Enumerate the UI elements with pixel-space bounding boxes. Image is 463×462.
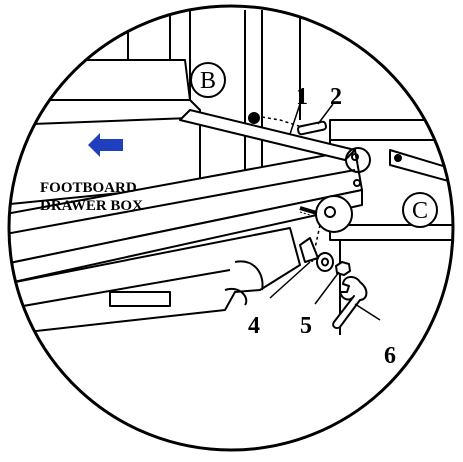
base-moulding bbox=[9, 227, 301, 336]
panel-label-c: C bbox=[402, 192, 438, 228]
callout-4: 4 bbox=[248, 313, 260, 339]
svg-text:C: C bbox=[412, 198, 428, 224]
nut bbox=[335, 261, 351, 276]
panel-label-b: B bbox=[190, 62, 226, 98]
callout-5: 5 bbox=[300, 313, 312, 339]
washer bbox=[299, 237, 334, 272]
knob bbox=[315, 195, 353, 233]
svg-text:B: B bbox=[200, 68, 216, 94]
frame-rail bbox=[9, 109, 371, 286]
leader-lines bbox=[269, 103, 381, 321]
box-label-line2: DRAWER BOX bbox=[40, 198, 143, 214]
dowel bbox=[297, 120, 327, 136]
direction-arrow-icon bbox=[88, 133, 123, 157]
callout-6: 6 bbox=[384, 343, 396, 369]
callout-2: 2 bbox=[330, 84, 342, 110]
pin-hole bbox=[248, 112, 260, 124]
wrench bbox=[332, 276, 368, 330]
box-label-line1: FOOTBOARD bbox=[40, 180, 137, 196]
callout-1: 1 bbox=[296, 84, 308, 110]
detail-circle bbox=[7, 4, 455, 452]
